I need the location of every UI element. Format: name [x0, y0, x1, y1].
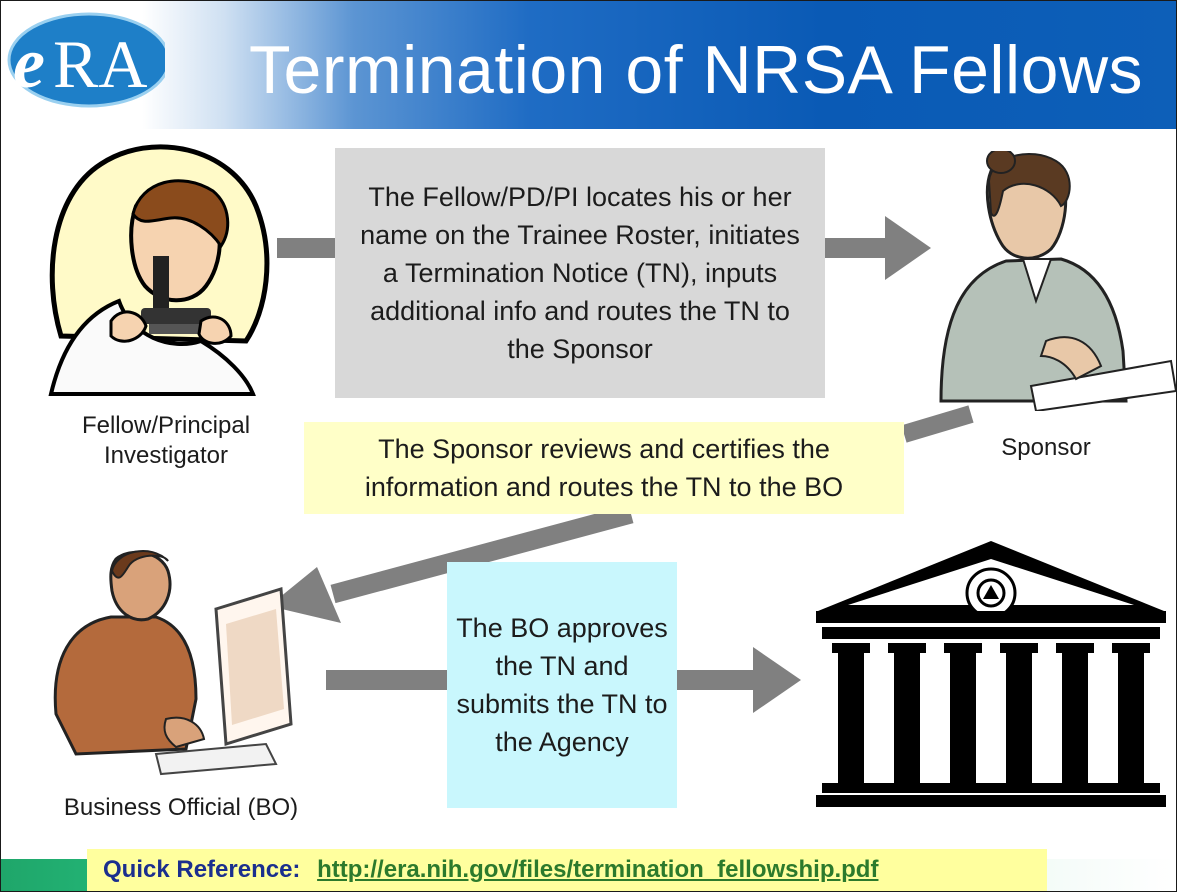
- era-logo: e RA: [7, 12, 165, 108]
- header-banner: e RA Termination of NRSA Fellows: [1, 1, 1176, 129]
- business-official-label: Business Official (BO): [63, 794, 299, 821]
- quick-reference-label: Quick Reference:: [103, 856, 301, 883]
- arrow-2-body: [330, 504, 634, 604]
- step-2-text: The Sponsor reviews and certifies the in…: [364, 434, 844, 502]
- step-3-box: The BO approves the TN and submits the T…: [447, 562, 677, 808]
- scientist-clipart: [48, 144, 270, 396]
- svg-text:e: e: [13, 23, 45, 103]
- page-title: Termination of NRSA Fellows: [249, 32, 1144, 108]
- step-1-text: The Fellow/PD/PI locates his or her name…: [360, 182, 800, 364]
- arrow-1-tail: [277, 238, 337, 258]
- sponsor-clipart: [939, 151, 1176, 411]
- business-official-clipart: [53, 549, 293, 776]
- quick-reference-link[interactable]: http://era.nih.gov/files/termination_fel…: [317, 856, 879, 883]
- arrow-1-head: [885, 216, 931, 280]
- svg-text:RA: RA: [53, 26, 147, 102]
- step-1-box: The Fellow/PD/PI locates his or her name…: [335, 148, 825, 398]
- step-2-box: The Sponsor reviews and certifies the in…: [304, 422, 904, 514]
- arrow-3-head: [753, 647, 801, 713]
- arrow-2-tail: [901, 405, 974, 443]
- sponsor-label: Sponsor: [1001, 434, 1091, 461]
- arrow-3-body: [677, 670, 755, 690]
- arrow-2-head: [269, 567, 341, 623]
- quick-reference: Quick Reference: http://era.nih.gov/file…: [87, 849, 1047, 891]
- agency-building-icon: [816, 541, 1166, 807]
- arrow-1-body: [825, 238, 887, 258]
- fellow-label: Fellow/Principal Investigator: [81, 412, 251, 469]
- step-3-text: The BO approves the TN and submits the T…: [456, 613, 668, 757]
- arrow-3-tail: [326, 670, 448, 690]
